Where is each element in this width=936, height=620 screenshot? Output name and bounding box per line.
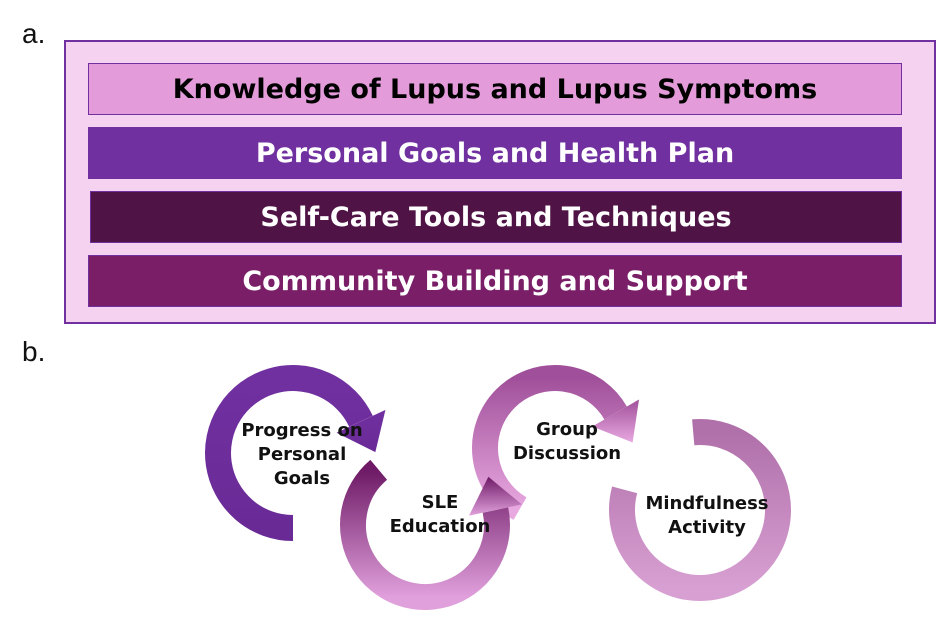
progress-arrowhead — [336, 409, 386, 453]
step-progress-label: Progress on Personal Goals — [241, 419, 362, 491]
mindfulness-arc — [609, 419, 791, 601]
label-line: Education — [389, 516, 491, 537]
step-mindfulness-label: Mindfulness Activity — [645, 492, 768, 540]
label-line: SLE — [421, 492, 459, 513]
label-line: Progress on — [241, 420, 363, 441]
label-line: Discussion — [512, 443, 622, 464]
progress-arc — [205, 365, 373, 541]
bar-personal-goals: Personal Goals and Health Plan — [88, 127, 902, 179]
step-sle-education-label: SLE Education — [390, 491, 491, 539]
bar-community: Community Building and Support — [88, 255, 902, 307]
panel-b-label: b. — [22, 336, 46, 367]
sle-education-arrowhead — [469, 476, 522, 516]
group-discussion-arrowhead — [592, 399, 640, 443]
bar-knowledge: Knowledge of Lupus and Lupus Symptoms — [88, 63, 902, 115]
label-line: Mindfulness — [645, 493, 769, 514]
label-line: Group — [536, 419, 598, 440]
label-line: Personal — [257, 444, 347, 465]
label-line: Activity — [668, 517, 746, 538]
sle-education-arc — [340, 459, 510, 610]
panel-a-label: a. — [22, 18, 46, 49]
bar-self-care: Self-Care Tools and Techniques — [90, 191, 902, 243]
label-line: Goals — [273, 468, 331, 489]
step-group-discussion-label: Group Discussion — [513, 418, 621, 466]
